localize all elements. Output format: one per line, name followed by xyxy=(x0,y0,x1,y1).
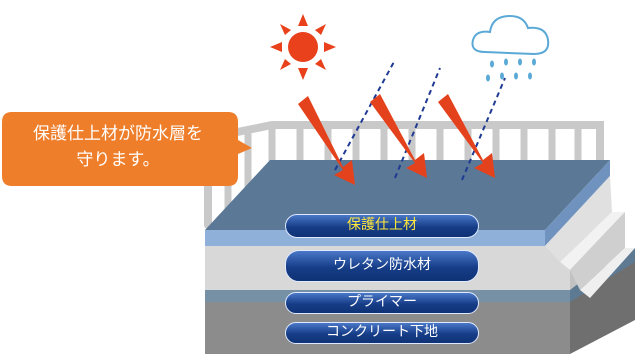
label-protective-layer: 保護仕上材 xyxy=(285,214,479,238)
sunlight-arrows xyxy=(298,94,495,185)
rain-cloud-icon xyxy=(471,14,550,82)
stairs xyxy=(545,176,635,298)
callout-bubble xyxy=(2,112,252,186)
label-primer-layer: プライマー xyxy=(285,292,479,314)
callout-text: 保護仕上材が防水層を 守ります。 xyxy=(0,121,236,173)
rain-lines xyxy=(334,59,506,181)
label-concrete-layer: コンクリート下地 xyxy=(285,322,479,344)
callout-line-1: 保護仕上材が防水層を xyxy=(33,124,203,144)
label-urethane-layer: ウレタン防水材 xyxy=(285,250,479,282)
callout-line-2: 守ります。 xyxy=(76,150,160,170)
sun-icon xyxy=(270,14,336,80)
